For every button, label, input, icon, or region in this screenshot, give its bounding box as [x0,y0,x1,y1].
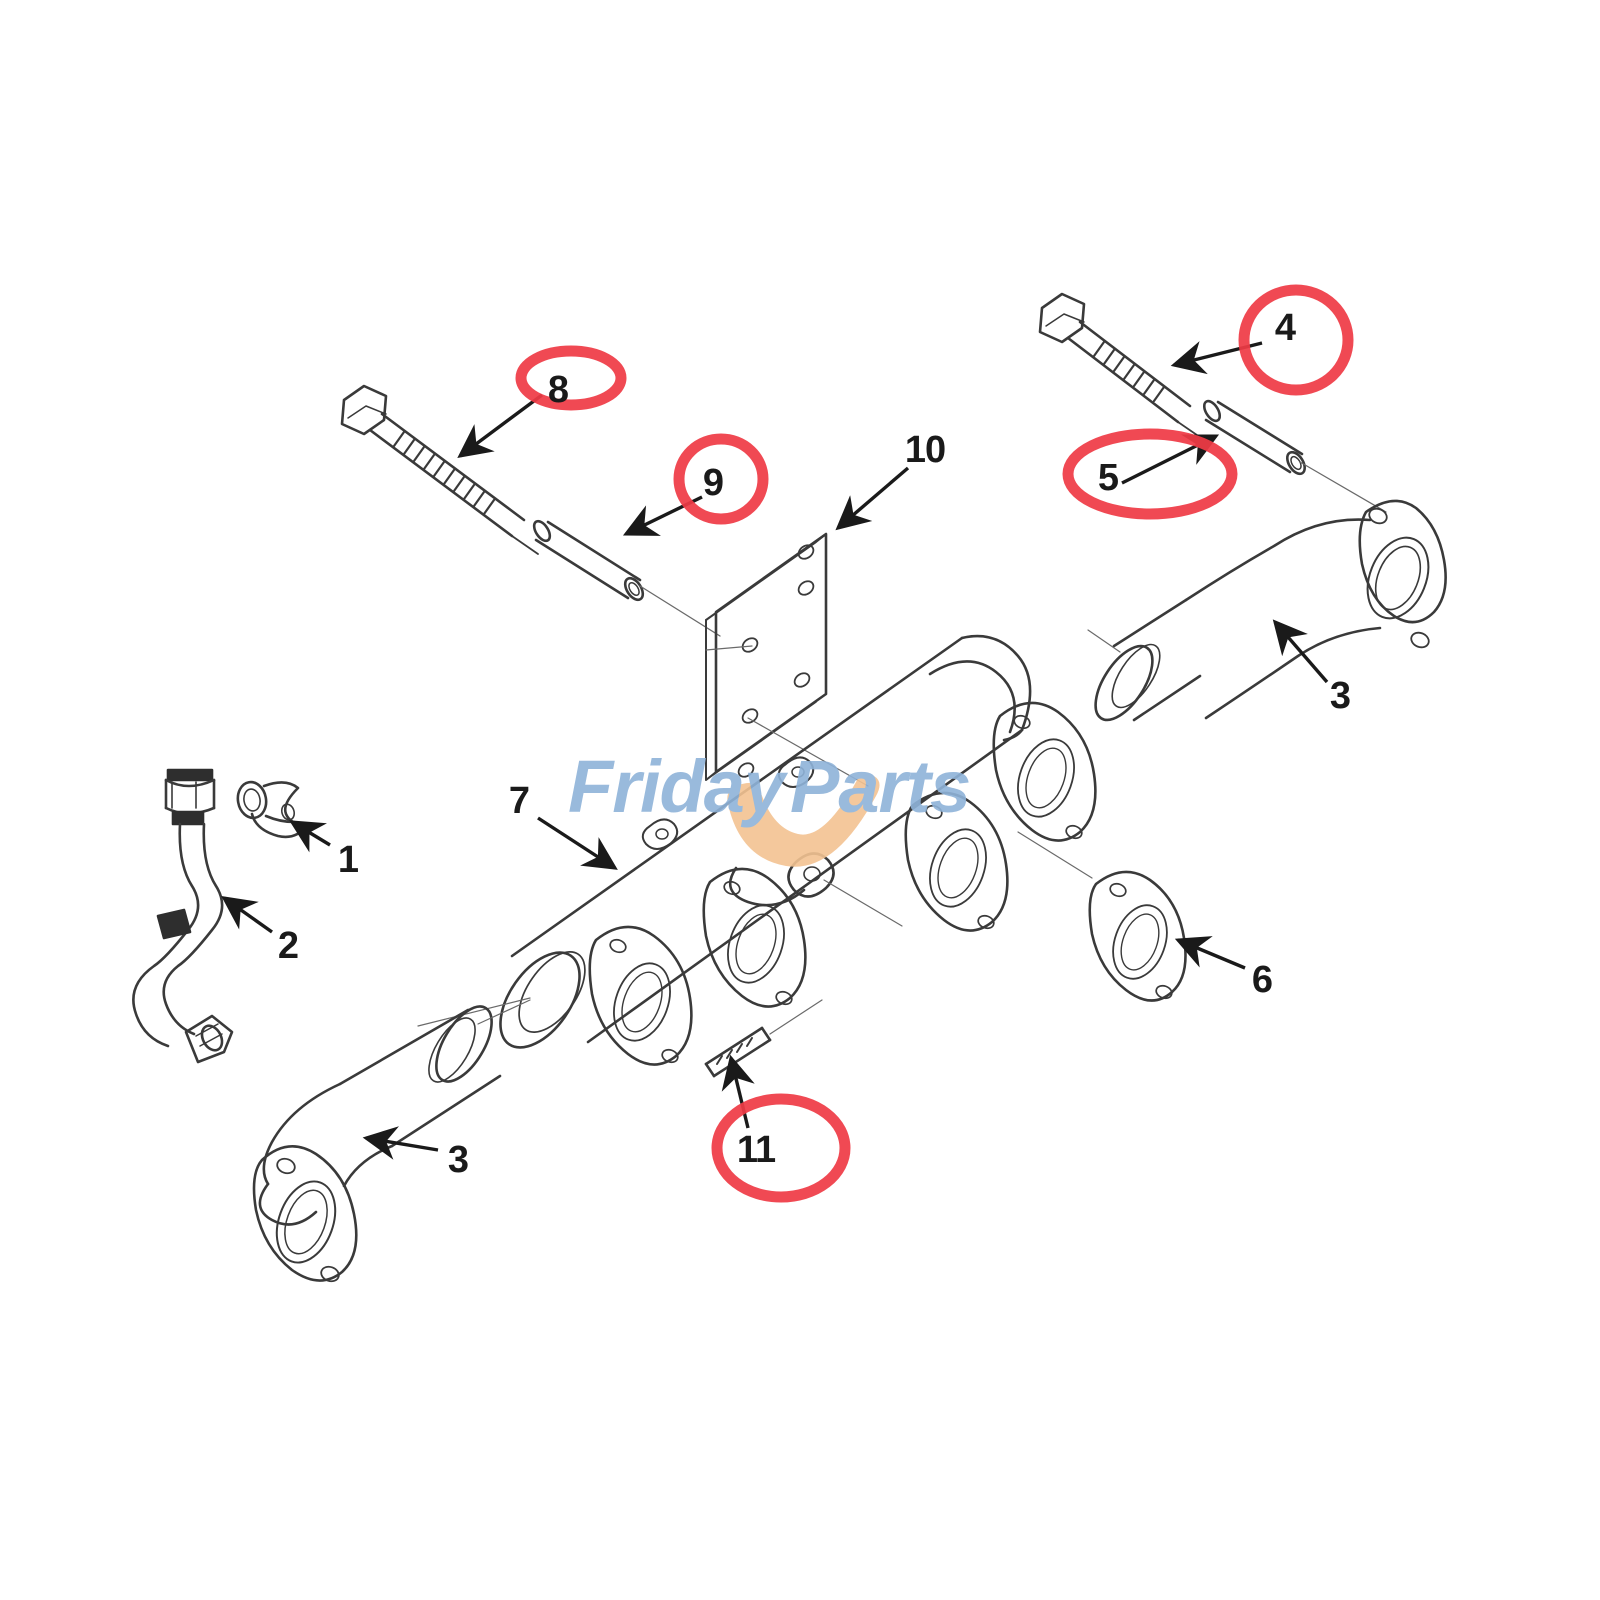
callout-label-4: 4 [1275,307,1296,349]
callout-label-10: 10 [905,429,945,471]
leader-1 [289,820,331,853]
leader-2 [221,896,273,934]
manifold-port-flange-3 [904,791,1009,932]
callout-label-11: 11 [737,1129,776,1171]
leader-3a [362,1126,439,1160]
part-spacer-sleeve-left [532,519,721,637]
highlight-circle-4 [1238,284,1354,396]
part-spacer-sleeve-right [1202,399,1387,513]
part-port-gasket [1017,831,1187,1002]
part-long-hex-bolt-left [340,384,539,555]
callout-label-3b: 3 [1330,675,1350,717]
leader-8 [457,393,544,459]
callout-label-9: 9 [703,462,723,504]
highlight-circle-5 [1062,428,1238,520]
callout-label-2: 2 [278,925,298,967]
leader-7 [537,816,618,870]
callout-label-1: 1 [338,839,359,881]
callout-label-5: 5 [1098,457,1119,499]
highlight-circle-9 [673,433,769,525]
manifold-port-flange-2 [702,867,807,1008]
watermark-text-secondary: Parts [790,745,970,828]
callout-label-6: 6 [1252,959,1272,1001]
leader-3b [1272,619,1329,684]
leader-6 [1174,936,1246,970]
part-cover-plate [705,532,869,787]
part-connector-pipe-right [1087,499,1447,722]
part-bent-tube-line [132,768,234,1064]
leader-11 [721,1054,755,1129]
callout-label-7: 7 [509,780,529,822]
callout-label-3a: 3 [448,1139,468,1181]
leader-10 [835,466,910,531]
highlight-circle-8 [515,345,627,411]
watermark-swoosh [727,774,880,867]
callout-label-8: 8 [548,369,568,411]
manifold-port-flange-4 [992,701,1097,842]
watermark-text-primary: Friday [568,745,789,828]
manifold-port-flange-1 [588,925,693,1066]
highlight-circle-11 [711,1093,851,1203]
